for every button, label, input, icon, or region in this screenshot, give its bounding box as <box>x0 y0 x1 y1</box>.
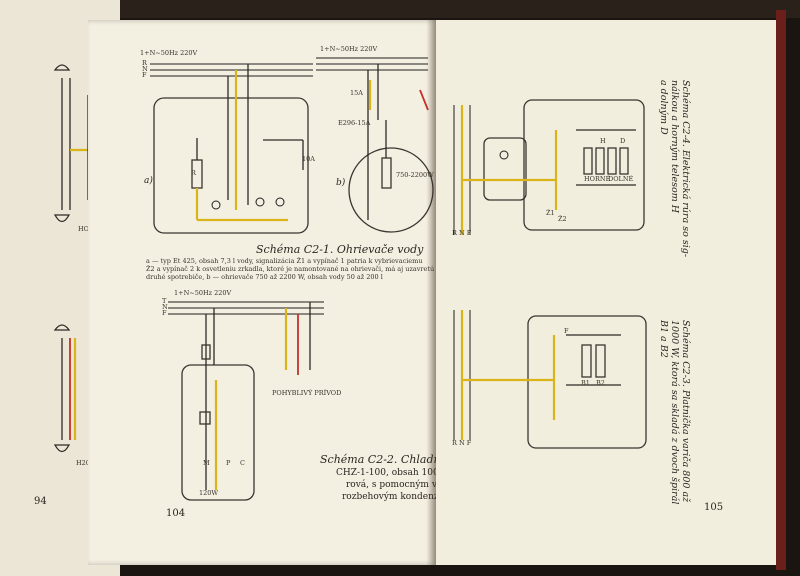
label-d: D <box>620 137 626 145</box>
variant-a-label: a) <box>144 176 153 186</box>
caption-c2-3: Schéma C2-3. Platnička variča 800 až 100… <box>657 320 691 505</box>
label-f: F <box>564 327 569 335</box>
capacitor-c: C <box>240 459 245 467</box>
fuse-15a: 15A <box>350 89 363 97</box>
back-label-top: HODI <box>78 225 97 233</box>
rail-t: T <box>162 297 167 305</box>
schema-c2-4 <box>453 99 645 235</box>
variant-b-label: b) <box>336 178 346 188</box>
rail-f-105: F <box>466 229 472 237</box>
label-z1: Ž1 <box>546 209 555 217</box>
schema-c2-1b <box>316 57 434 233</box>
rail-n: N <box>142 65 148 73</box>
label-b2: B2 <box>596 379 605 387</box>
fuse-10a: 10A <box>302 155 315 163</box>
caption-c2-1-title: Schéma C2-1. Ohrievače vody <box>256 243 424 256</box>
rail-labels-top: R N F <box>452 229 472 237</box>
switch-e296: E296-15A <box>338 119 371 127</box>
caption-c2-2-line3: rozbehovým kondenzáto <box>342 492 454 502</box>
caption-c2-3-line3: B1 a B2 <box>658 320 670 358</box>
rail-f: F <box>142 71 147 79</box>
movable-lead-label: POHYBLIVÝ PRÍVOD <box>272 389 342 397</box>
book-spine <box>776 10 786 570</box>
label-b1: B1 <box>581 379 590 387</box>
back-label-bottom: H201 <box>76 459 95 467</box>
schema-b-supply: 1+N~50Hz 220V <box>320 45 378 53</box>
rail-labels-bottom: R N F <box>452 439 472 447</box>
page-number-104: 104 <box>166 508 186 519</box>
schema-c2-1a <box>150 63 313 234</box>
caption-c2-2-line1: CHZ-1-100, obsah 100 l, ko <box>336 468 462 478</box>
motor-m: M <box>203 459 210 467</box>
caption-c2-1-line1: a — typ Et 425, obsah 7,3 l vody, signal… <box>146 257 423 265</box>
label-horne: HORNÉ <box>584 175 611 183</box>
rail-n-105b: N <box>458 439 465 447</box>
page-number-94: 94 <box>34 496 47 507</box>
page-number-105: 105 <box>704 502 724 513</box>
schema-c2-2-supply: 1+N~50Hz 220V <box>174 289 232 297</box>
page-105: R N F HORNÉ DOLNÉ H D Ž1 Ž2 Schéma C2-4.… <box>436 20 778 565</box>
rail-r: R <box>142 59 147 67</box>
caption-c2-1-line2: Ž2 a vypínač 2 k osvetleniu zrkadla, kto… <box>146 265 435 273</box>
rail-n-mid: N <box>162 303 168 311</box>
rail-f-105b: F <box>466 439 472 447</box>
caption-c2-2-title: Schéma C2-2. Chladnička <box>320 453 464 466</box>
caption-c2-2-line2: rová, s pomocným vinut <box>346 480 455 490</box>
book-top-edge <box>0 0 800 18</box>
rail-r-105b: R <box>452 439 457 447</box>
caption-c2-3-line1: Schéma C2-3. Platnička variča 800 až <box>680 320 691 503</box>
page-104: 1+N~50Hz 220V R N F a) 10A R 1+N~50Hz 22… <box>88 20 464 565</box>
heater-r: R <box>191 169 196 177</box>
motor-power: 120W <box>199 489 219 497</box>
label-z2: Ž2 <box>558 215 567 223</box>
rail-f-mid: F <box>162 309 167 317</box>
schema-c2-2 <box>168 301 324 501</box>
schema-c2-3 <box>453 310 647 449</box>
capacitor-p: P <box>226 459 231 467</box>
rail-r-105: R <box>452 229 457 237</box>
label-dolne: DOLNÉ <box>608 175 634 183</box>
caption-c2-1-line3: druhé spotrebiče, b — ohrievače 750 až 2… <box>146 273 383 281</box>
caption-c2-3-line2: 1000 W, ktorá sa skladá z dvoch špirál <box>669 320 681 505</box>
label-h: H <box>600 137 606 145</box>
rail-n-105: N <box>458 229 465 237</box>
schema-a-supply: 1+N~50Hz 220V <box>140 49 198 57</box>
heater-wattage: 750-2200W <box>396 171 434 179</box>
